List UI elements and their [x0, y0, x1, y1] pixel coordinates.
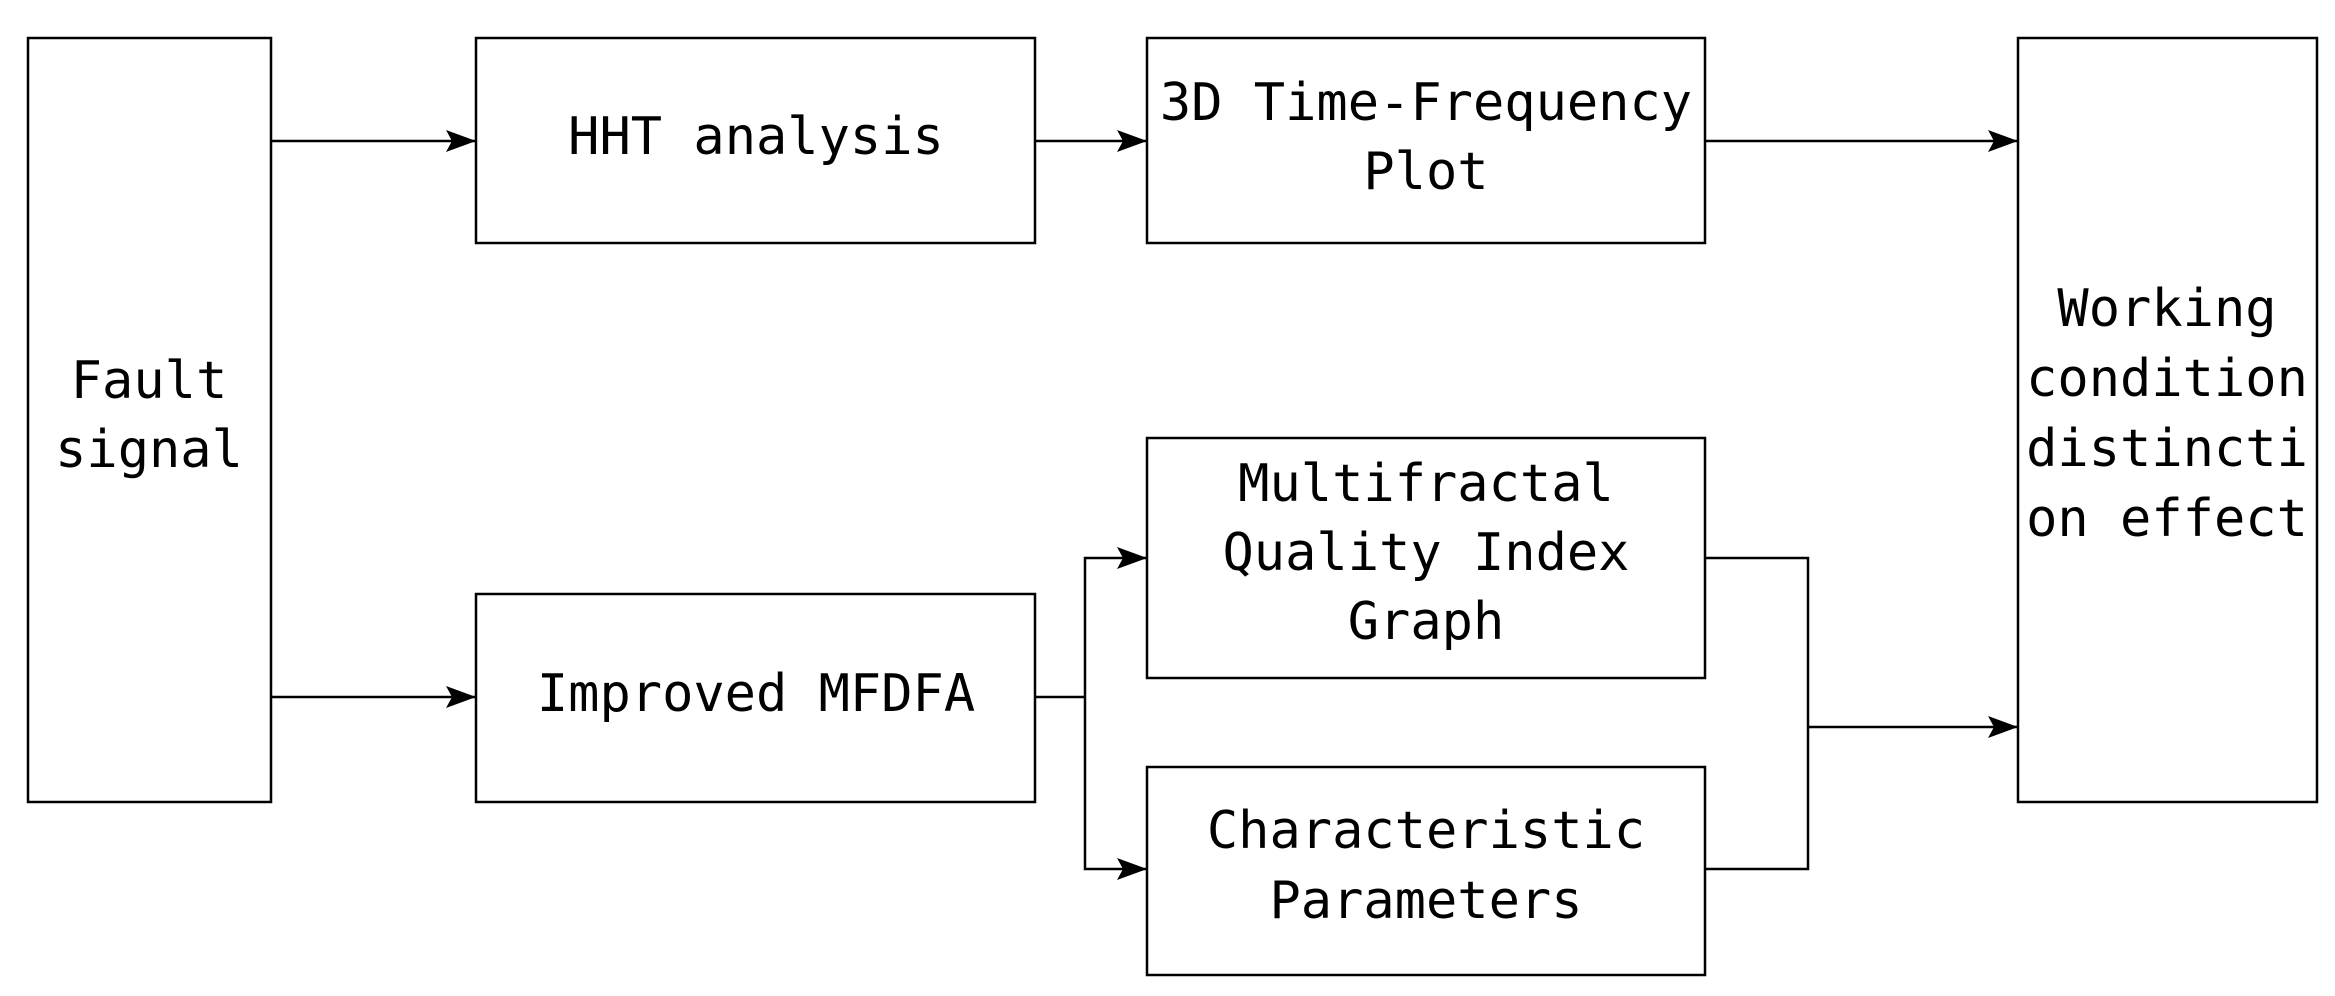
arrow-mfdfa-to-quality — [1083, 547, 1147, 697]
connector-quality-merge — [1705, 556, 1810, 871]
node-quality-index-graph-line-3: Graph — [1348, 592, 1505, 652]
node-time-frequency-plot-line-1: 3D Time-Frequency — [1160, 73, 1692, 133]
connectors — [272, 130, 2018, 880]
node-characteristic-parameters: Characteristic Parameters — [1145, 765, 1707, 977]
node-fault-signal: Fault signal — [26, 36, 273, 804]
node-working-condition-line-3: distincti — [2026, 419, 2308, 479]
node-characteristic-parameters-line-2: Parameters — [1269, 871, 1582, 931]
node-improved-mfdfa-line-1: Improved MFDFA — [537, 664, 975, 724]
node-fault-signal-line-2: signal — [55, 420, 243, 480]
node-working-condition-line-4: on effect — [2026, 489, 2308, 549]
node-characteristic-parameters-line-1: Characteristic — [1207, 801, 1645, 861]
node-fault-signal-line-1: Fault — [71, 351, 228, 411]
node-working-condition: Working condition distincti on effect — [2016, 36, 2319, 804]
node-working-condition-line-1: Working — [2057, 279, 2276, 339]
node-hht-analysis-line-1: HHT analysis — [568, 107, 944, 167]
node-time-frequency-plot-line-2: Plot — [1363, 142, 1488, 202]
node-quality-index-graph-line-1: Multifractal — [1238, 454, 1614, 514]
node-hht-analysis: HHT analysis — [474, 36, 1037, 245]
arrow-mfdfa-to-characteristic — [1083, 697, 1147, 880]
node-quality-index-graph-line-2: Quality Index — [1223, 523, 1630, 583]
node-quality-index-graph: Multifractal Quality Index Graph — [1145, 436, 1707, 680]
node-working-condition-line-2: condition — [2026, 349, 2308, 409]
node-time-frequency-plot: 3D Time-Frequency Plot — [1145, 36, 1707, 245]
node-improved-mfdfa: Improved MFDFA — [474, 592, 1037, 804]
